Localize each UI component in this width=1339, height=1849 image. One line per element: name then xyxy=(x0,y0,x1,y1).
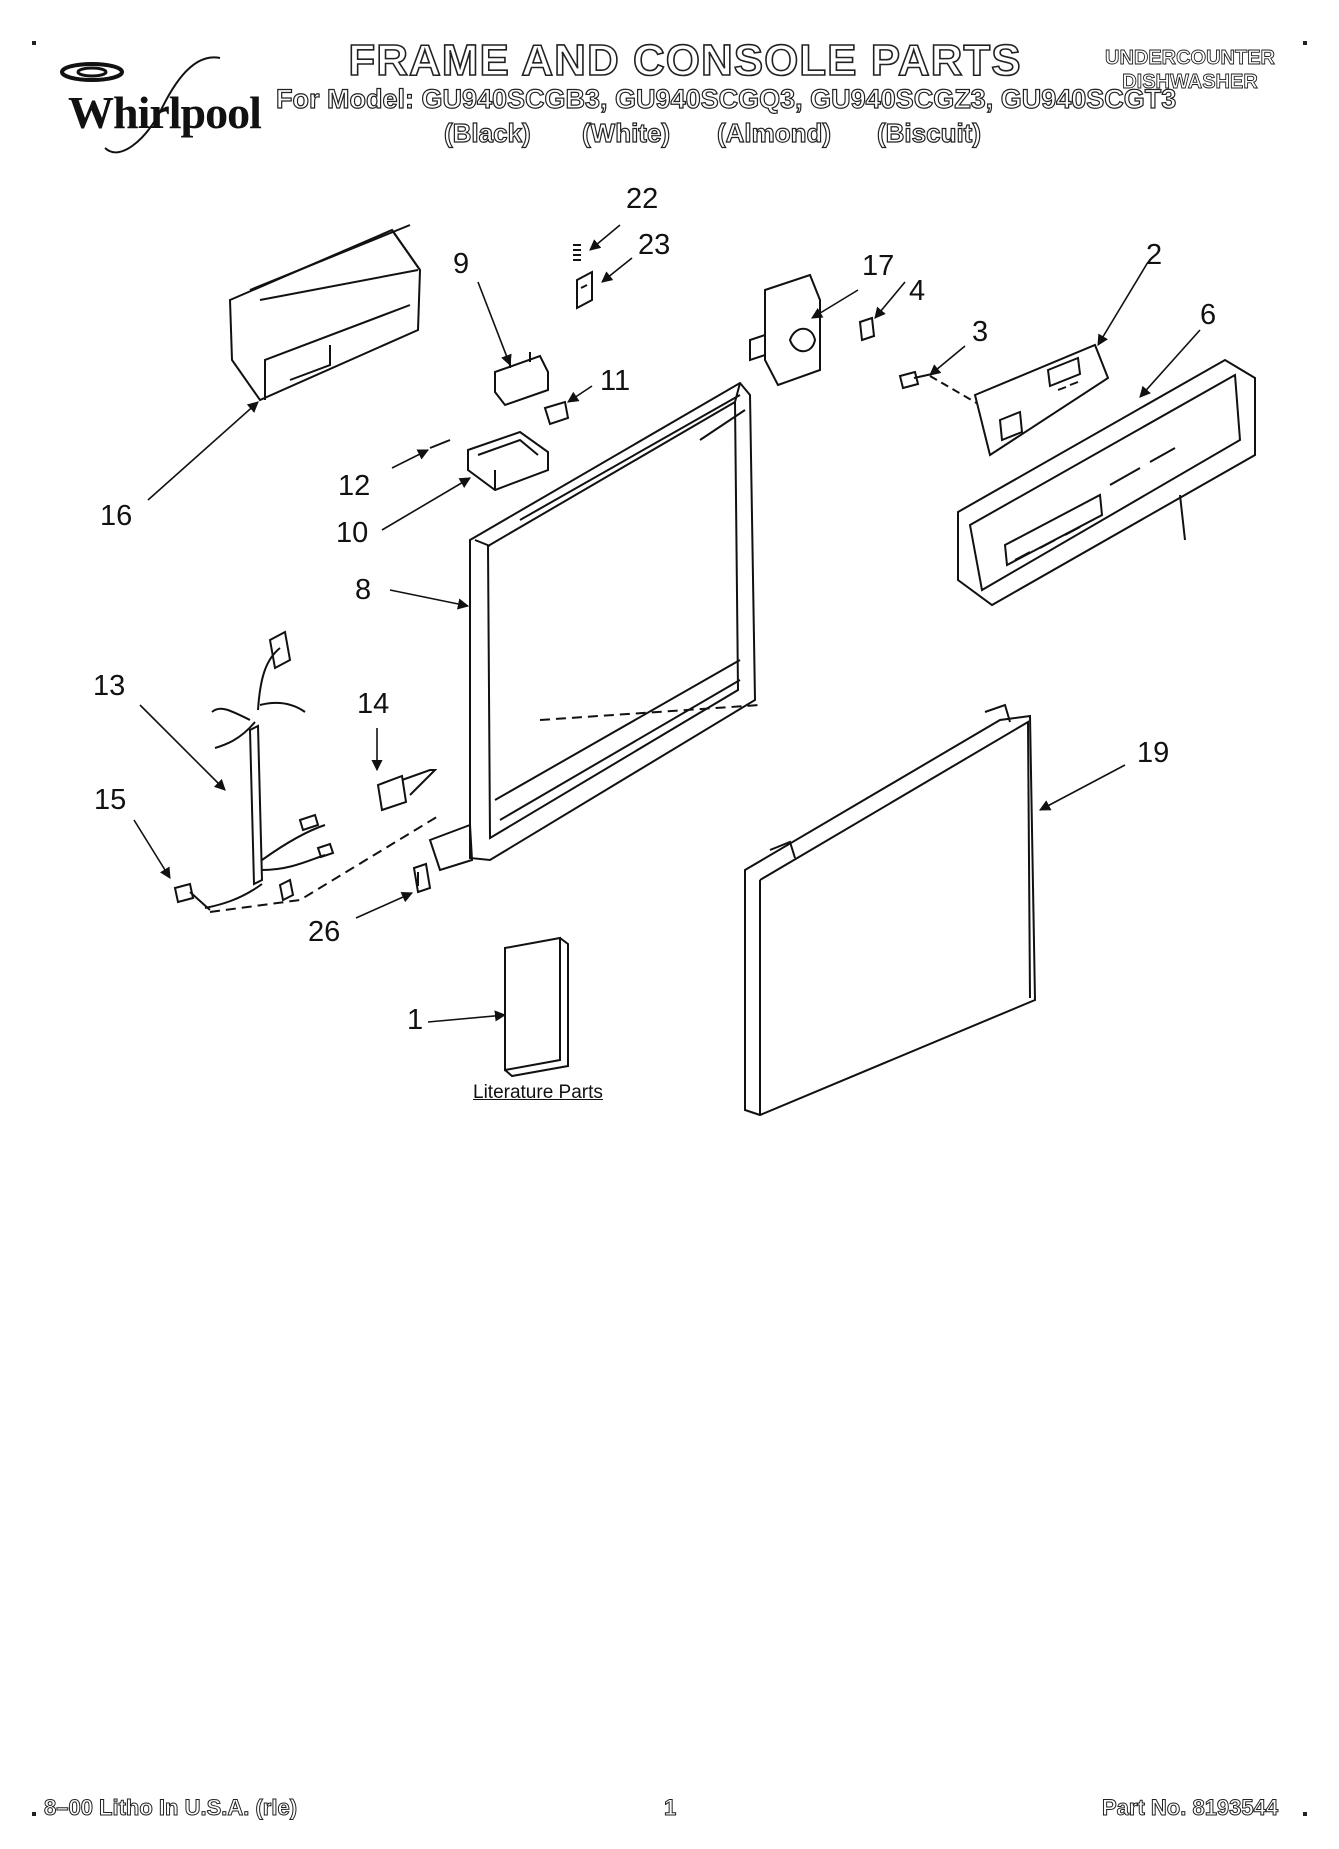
color-almond: (Almond) xyxy=(716,117,832,148)
callout-9: 9 xyxy=(453,248,470,280)
product-line-2: DISHWASHER xyxy=(1122,71,1258,94)
part-26-clip xyxy=(412,862,432,894)
callout-16: 16 xyxy=(100,500,133,532)
part-23-latch xyxy=(576,270,593,310)
part-13-wire-harness xyxy=(204,630,335,909)
callout-8: 8 xyxy=(355,574,372,606)
callout-19: 19 xyxy=(1137,737,1170,769)
literature-parts-label: Literature Parts xyxy=(473,1082,603,1103)
brand-name: Whirlpool xyxy=(68,87,262,138)
part-19-door-panel xyxy=(744,703,1037,1117)
part-11-switch xyxy=(543,400,570,426)
registration-dot-bottom-right xyxy=(1303,1812,1307,1816)
part-number: Part No. 8193544 xyxy=(1101,1795,1279,1821)
callout-26: 26 xyxy=(308,916,341,948)
part-14-sensor xyxy=(376,769,438,812)
model-list: For Model: GU940SCGB3, GU940SCGQ3, GU940… xyxy=(275,83,1177,114)
page-title: FRAME AND CONSOLE PARTS xyxy=(348,35,1022,86)
callout-6: 6 xyxy=(1200,299,1217,331)
page-number: 1 xyxy=(663,1795,677,1821)
part-16-cover xyxy=(228,224,422,402)
product-line-1: UNDERCOUNTER xyxy=(1105,47,1276,70)
product-type: UNDERCOUNTER DISHWASHER xyxy=(1090,46,1290,94)
registration-dot-top-right xyxy=(1303,41,1307,45)
callout-23: 23 xyxy=(638,229,671,261)
callout-10: 10 xyxy=(336,517,369,549)
callout-1: 1 xyxy=(407,1004,424,1036)
callout-15: 15 xyxy=(94,784,127,816)
callout-3: 3 xyxy=(972,316,989,348)
callout-2: 2 xyxy=(1146,239,1163,271)
callout-13: 13 xyxy=(93,670,126,702)
callout-arrows xyxy=(133,224,1201,1023)
part-15-screw xyxy=(173,814,441,913)
part-4-clip xyxy=(858,316,876,342)
part-12-pin xyxy=(429,439,451,449)
part-22-spring xyxy=(573,244,581,261)
part-17-bracket xyxy=(749,273,821,387)
part-9-latch xyxy=(494,352,549,407)
color-biscuit: (Biscuit) xyxy=(876,117,981,148)
part-1-literature xyxy=(504,936,569,1078)
litho-note: 8–00 Litho In U.S.A. (rle) xyxy=(43,1795,298,1821)
callout-12: 12 xyxy=(338,470,371,502)
part-2-control-pad xyxy=(973,343,1110,457)
color-white: (White) xyxy=(581,117,671,148)
callout-11: 11 xyxy=(600,365,631,397)
part-3-screw xyxy=(898,370,981,406)
registration-dot-top-left xyxy=(32,41,36,45)
part-10-bracket xyxy=(467,430,549,492)
registration-dot-bottom-left xyxy=(32,1812,36,1816)
color-black: (Black) xyxy=(443,117,531,148)
callout-22: 22 xyxy=(626,183,659,215)
callout-17: 17 xyxy=(862,250,895,282)
callout-14: 14 xyxy=(357,688,390,720)
part-8-frame xyxy=(428,381,761,872)
whirlpool-logo: Whirlpool xyxy=(50,52,272,162)
whirlpool-swirl-icon xyxy=(60,56,221,154)
callout-4: 4 xyxy=(909,275,926,307)
part-6-console xyxy=(957,358,1256,607)
